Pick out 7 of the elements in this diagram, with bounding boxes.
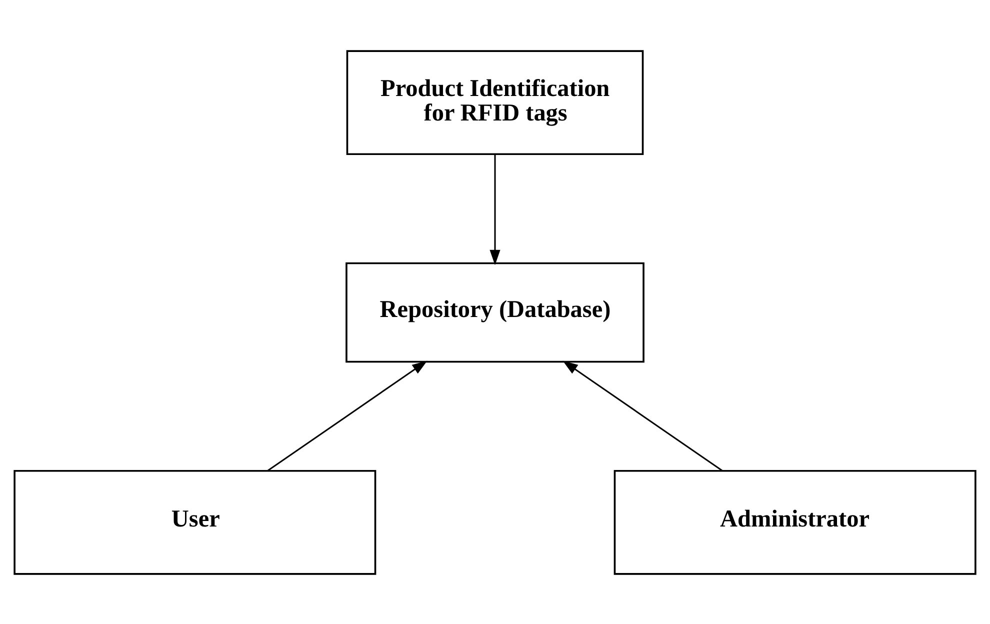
node-box: User [14, 469, 376, 574]
node-box: Administrator [614, 469, 976, 574]
arrow [562, 360, 723, 471]
node-box: Repository (Database) [346, 262, 644, 362]
arrow [490, 154, 500, 265]
node-box: Product Identification for RFID tags [346, 50, 644, 155]
arrow [267, 360, 428, 471]
